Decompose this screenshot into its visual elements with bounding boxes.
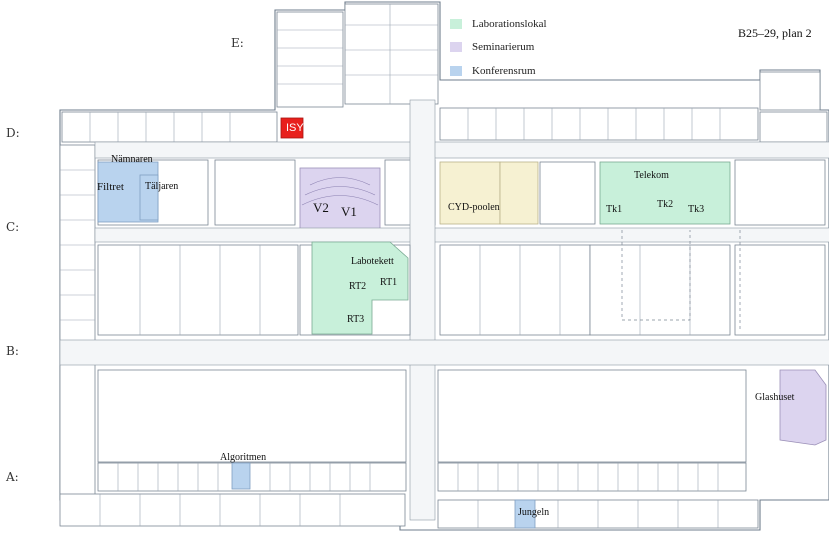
legend-swatch-laboration	[450, 19, 462, 29]
room-label-filtret: Filtret	[97, 181, 124, 193]
room-label-algoritmen: Algoritmen	[220, 452, 267, 463]
legend-label-konferens: Konferensrum	[472, 65, 536, 77]
room-label-labotekett: Labotekett	[351, 256, 394, 267]
axis-label-e: E:	[231, 36, 244, 50]
legend-swatch-konferens	[450, 66, 462, 76]
room-label-tk2: Tk2	[657, 199, 674, 210]
room-label-rt1: RT1	[380, 277, 398, 288]
room-label-isy: ISY:s expedetion	[286, 122, 369, 134]
room-label-rt3: RT3	[347, 314, 365, 325]
axis-label-b: B:	[6, 344, 19, 358]
legend-item-konferens: Konferensrum	[450, 65, 536, 77]
room-label-taljaren: Täljaren	[145, 181, 179, 192]
room-label-v2: V2	[313, 200, 329, 215]
legend-label-seminarium: Seminarierum	[472, 41, 535, 53]
legend-item-laboration: Laborationslokal	[450, 18, 547, 30]
room-label-rt2: RT2	[349, 281, 367, 292]
plan-title: B25–29, plan 2	[738, 26, 812, 40]
room-label-v1: V1	[341, 204, 357, 219]
legend-label-laboration: Laborationslokal	[472, 18, 547, 30]
legend-item-seminarium: Seminarierum	[450, 41, 534, 53]
room-label-tk3: Tk3	[688, 204, 705, 215]
axis-label-a: A:	[6, 470, 19, 484]
isy-expedition-room	[280, 117, 304, 139]
axis-label-c: C:	[6, 220, 20, 234]
room-label-tk1: Tk1	[606, 204, 623, 215]
room-label-telekom: Telekom	[634, 170, 669, 181]
room-label-glashuset: Glashuset	[755, 392, 795, 403]
room-label-jungeln: Jungeln	[518, 507, 550, 518]
room-label-cyd: CYD-poolen	[448, 202, 500, 213]
legend-swatch-seminarium	[450, 42, 462, 52]
axis-label-d: D:	[6, 126, 20, 140]
room-label-nameren: Nämnaren	[111, 154, 153, 165]
